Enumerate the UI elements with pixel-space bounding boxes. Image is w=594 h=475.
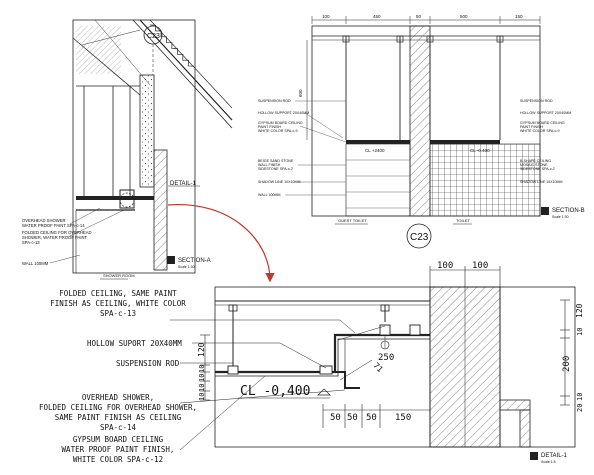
section-a-drawing: C23 DETAIL-1 OVERHEAD SHOWER WATER PROOF… bbox=[22, 19, 233, 280]
svg-text:GYPSUM BOARD CEILING: GYPSUM BOARD CEILING bbox=[73, 435, 164, 444]
svg-text:600: 600 bbox=[298, 89, 303, 97]
svg-text:BEIGE SAND STONE: BEIGE SAND STONE bbox=[258, 159, 294, 163]
svg-text:200: 200 bbox=[562, 356, 572, 372]
svg-text:10: 10 bbox=[576, 393, 584, 401]
svg-text:WHITE COLOR SPA-c-9: WHITE COLOR SPA-c-9 bbox=[258, 129, 297, 133]
svg-text:SECTION-B: SECTION-B bbox=[552, 208, 585, 214]
svg-text:WALL 100MM: WALL 100MM bbox=[22, 261, 49, 266]
svg-text:100: 100 bbox=[472, 261, 488, 271]
svg-text:OVERHEAD SHOWER,: OVERHEAD SHOWER, bbox=[82, 393, 154, 402]
svg-text:PAINT FINISH: PAINT FINISH bbox=[258, 125, 281, 129]
detail-1-title-block: DETAIL-1 Scale 1:5 bbox=[530, 452, 568, 464]
svg-text:50: 50 bbox=[416, 14, 422, 19]
svg-text:10: 10 bbox=[198, 374, 206, 382]
svg-text:HOLLOW SUPPORT 20X40MM: HOLLOW SUPPORT 20X40MM bbox=[520, 111, 571, 115]
svg-text:SHOWER, WATER PROOF PAINT: SHOWER, WATER PROOF PAINT bbox=[22, 235, 88, 240]
svg-text:SPA-c-13: SPA-c-13 bbox=[100, 309, 136, 318]
svg-text:FOLDED CEILING, SAME PAINT: FOLDED CEILING, SAME PAINT bbox=[59, 289, 177, 298]
svg-text:120: 120 bbox=[575, 303, 584, 318]
svg-text:GYPSUM BOARD CEILING: GYPSUM BOARD CEILING bbox=[258, 121, 303, 125]
section-b-marker: C23 bbox=[410, 232, 429, 243]
svg-text:SECTION-A: SECTION-A bbox=[178, 258, 211, 264]
svg-text:MOSAIC STONE: MOSAIC STONE bbox=[520, 163, 548, 167]
section-a-notes: OVERHEAD SHOWER WATER PROOF PAINT SPA-c-… bbox=[22, 207, 125, 266]
svg-text:10: 10 bbox=[198, 393, 206, 401]
svg-text:GUEST TOILET: GUEST TOILET bbox=[338, 218, 367, 223]
section-b-drawing: 100 450 50 500 150 600 bbox=[258, 14, 585, 249]
svg-text:HOLLOW SUPPORT 20X40MM: HOLLOW SUPPORT 20X40MM bbox=[258, 111, 309, 115]
svg-text:250: 250 bbox=[378, 353, 394, 363]
svg-text:PAINT FINISH: PAINT FINISH bbox=[520, 125, 543, 129]
svg-text:WATER PROOF PAINT SPA-c-14: WATER PROOF PAINT SPA-c-14 bbox=[22, 223, 85, 228]
svg-text:10: 10 bbox=[576, 328, 584, 336]
detail-notes: FOLDED CEILING, SAME PAINT FINISH AS CEI… bbox=[39, 289, 356, 464]
svg-text:Scale 1:30: Scale 1:30 bbox=[552, 215, 569, 219]
svg-text:SHADOW LINE 10X10MM: SHADOW LINE 10X10MM bbox=[258, 180, 301, 184]
svg-text:20: 20 bbox=[576, 404, 584, 412]
svg-text:Scale 1:5: Scale 1:5 bbox=[541, 460, 556, 464]
svg-text:150: 150 bbox=[395, 413, 411, 423]
svg-text:450: 450 bbox=[373, 14, 381, 19]
svg-text:WHITE COLOR SPA-c-12: WHITE COLOR SPA-c-12 bbox=[73, 455, 163, 464]
svg-text:GYPSUM BOARD CEILING: GYPSUM BOARD CEILING bbox=[520, 121, 565, 125]
svg-text:FOLDED CEILING FOR OVERHEAD: FOLDED CEILING FOR OVERHEAD bbox=[22, 230, 92, 235]
svg-text:100: 100 bbox=[322, 14, 330, 19]
svg-text:SUSPENSION ROD: SUSPENSION ROD bbox=[258, 99, 291, 103]
svg-text:WATER PROOF PAINT FINISH,: WATER PROOF PAINT FINISH, bbox=[62, 445, 175, 454]
svg-text:50: 50 bbox=[347, 413, 358, 423]
section-b-left-labels: SUSPENSION ROD HOLLOW SUPPORT 20X40MM GY… bbox=[258, 99, 347, 197]
svg-text:Scale 1:30: Scale 1:30 bbox=[178, 265, 195, 269]
svg-text:B-SHAPE CEILING: B-SHAPE CEILING bbox=[520, 159, 551, 163]
detail-level-label: CL -0,400 bbox=[240, 384, 310, 399]
section-b-level-left: CL +2400 bbox=[365, 148, 385, 153]
svg-text:150: 150 bbox=[515, 14, 523, 19]
section-b-level-right: CL -0.400 bbox=[470, 148, 490, 153]
svg-text:50: 50 bbox=[330, 413, 341, 423]
svg-text:WALL FINISH: WALL FINISH bbox=[258, 163, 281, 167]
svg-text:FINISH AS CEILING, WHITE COLOR: FINISH AS CEILING, WHITE COLOR bbox=[50, 299, 186, 308]
svg-text:SIDESTONE SPA-c-2: SIDESTONE SPA-c-2 bbox=[258, 167, 293, 171]
svg-text:SPA-c-14: SPA-c-14 bbox=[100, 423, 137, 432]
svg-text:WALL 100MM: WALL 100MM bbox=[258, 193, 281, 197]
section-a-marker: C23 bbox=[147, 33, 160, 40]
svg-text:HOLLOW SUPORT 20X40MM: HOLLOW SUPORT 20X40MM bbox=[87, 339, 182, 348]
svg-text:SAME PAINT FINISH AS CEILING: SAME PAINT FINISH AS CEILING bbox=[55, 413, 182, 422]
svg-text:500: 500 bbox=[460, 14, 468, 19]
svg-text:SPA-c-13: SPA-c-13 bbox=[22, 240, 40, 245]
svg-text:50: 50 bbox=[366, 413, 377, 423]
svg-text:120: 120 bbox=[197, 342, 206, 357]
svg-text:100: 100 bbox=[437, 261, 453, 271]
svg-text:SUSPENSION ROD: SUSPENSION ROD bbox=[520, 99, 553, 103]
detail-1-callout: DETAIL-1 bbox=[170, 181, 197, 187]
detail-callout-arrow bbox=[167, 204, 275, 283]
detail-1-drawing: 100 100 71 250 CL bbox=[39, 261, 584, 464]
svg-text:SHADOW LINE 10X10MM: SHADOW LINE 10X10MM bbox=[520, 180, 563, 184]
svg-text:WHITE COLOR SPA-c-9: WHITE COLOR SPA-c-9 bbox=[520, 129, 559, 133]
svg-text:10: 10 bbox=[198, 365, 206, 373]
svg-text:DETAIL-1: DETAIL-1 bbox=[541, 453, 568, 459]
svg-text:SUSPENSION ROD: SUSPENSION ROD bbox=[116, 359, 180, 368]
section-a-room-label: SHOWER ROOM bbox=[103, 273, 135, 278]
svg-text:FOLDED CEILING FOR OVERHEAD SH: FOLDED CEILING FOR OVERHEAD SHOWER, bbox=[39, 403, 197, 412]
section-b-title-block: SECTION-B Scale 1:30 bbox=[541, 207, 585, 219]
svg-text:OVERHEAD SHOWER: OVERHEAD SHOWER bbox=[22, 218, 66, 223]
section-b-right-labels: SUSPENSION ROD HOLLOW SUPPORT 20X40MM GY… bbox=[520, 99, 571, 184]
svg-text:TOILET: TOILET bbox=[456, 218, 470, 223]
svg-text:SIDESTONE SPA-c-2: SIDESTONE SPA-c-2 bbox=[520, 167, 555, 171]
svg-text:10: 10 bbox=[198, 384, 206, 392]
section-a-title-block: SECTION-A Scale 1:30 bbox=[167, 256, 211, 269]
